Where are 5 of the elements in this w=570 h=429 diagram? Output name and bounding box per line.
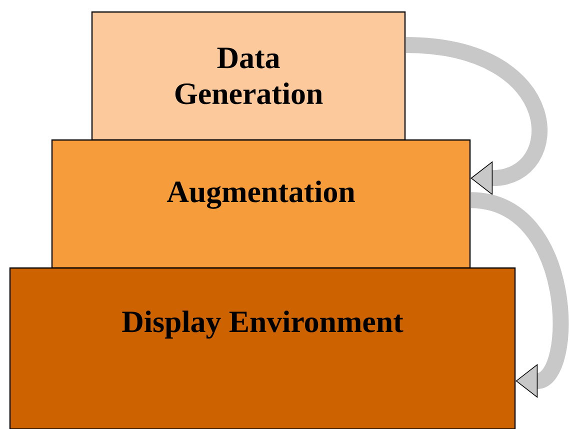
- curved-arrow: [405, 37, 548, 196]
- layer-box: Data Generation: [91, 11, 406, 141]
- layer-box: Display Environment: [9, 267, 516, 429]
- curved-arrow: [469, 192, 568, 398]
- layer-box: Augmentation: [51, 139, 471, 269]
